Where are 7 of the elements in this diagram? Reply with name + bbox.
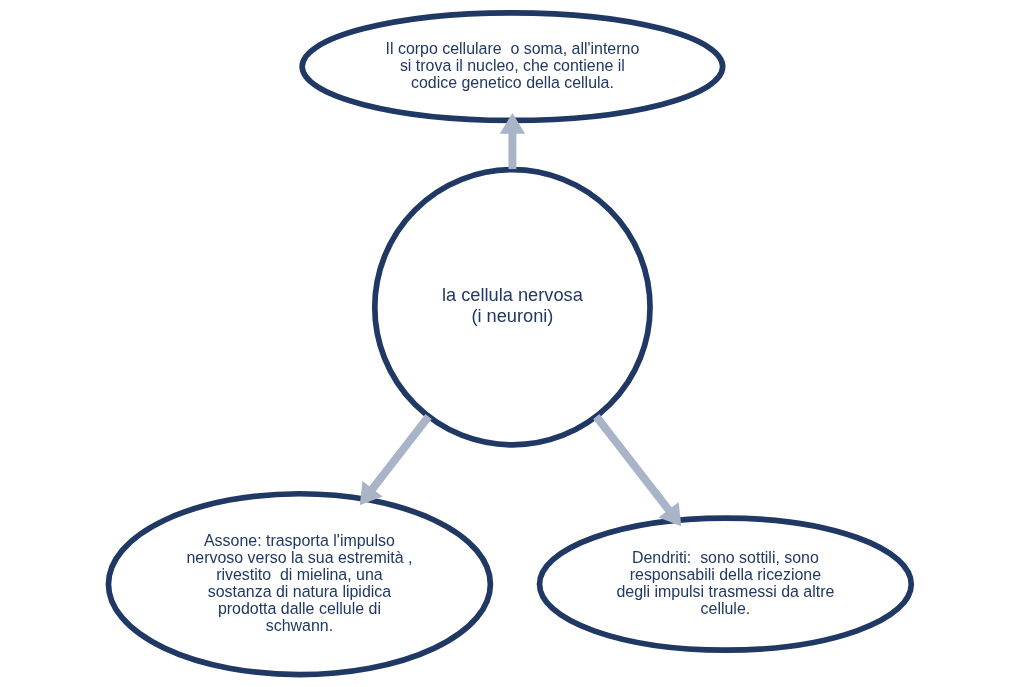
arrow bbox=[592, 414, 681, 527]
arrow bbox=[499, 113, 525, 170]
node-ellipse: Assone: trasporta l'impulso nervoso verso la sua estremità , rivestito di mielina, una sostanza di natura lipidica prodotta dalle cellule di schwann. bbox=[105, 490, 493, 678]
arrow bbox=[359, 414, 432, 506]
node-ellipse: Il corpo cellulare o soma, all'interno si trova il nucleo, che contiene il codice genetico della cellula. bbox=[298, 9, 725, 124]
node-ellipse: Dendriti: sono sottili, sono responsabili della ricezione degli impulsi trasmessi da altre cellule. bbox=[536, 515, 914, 653]
node-circle: la cellula nervosa (i neuroni) bbox=[371, 166, 653, 448]
